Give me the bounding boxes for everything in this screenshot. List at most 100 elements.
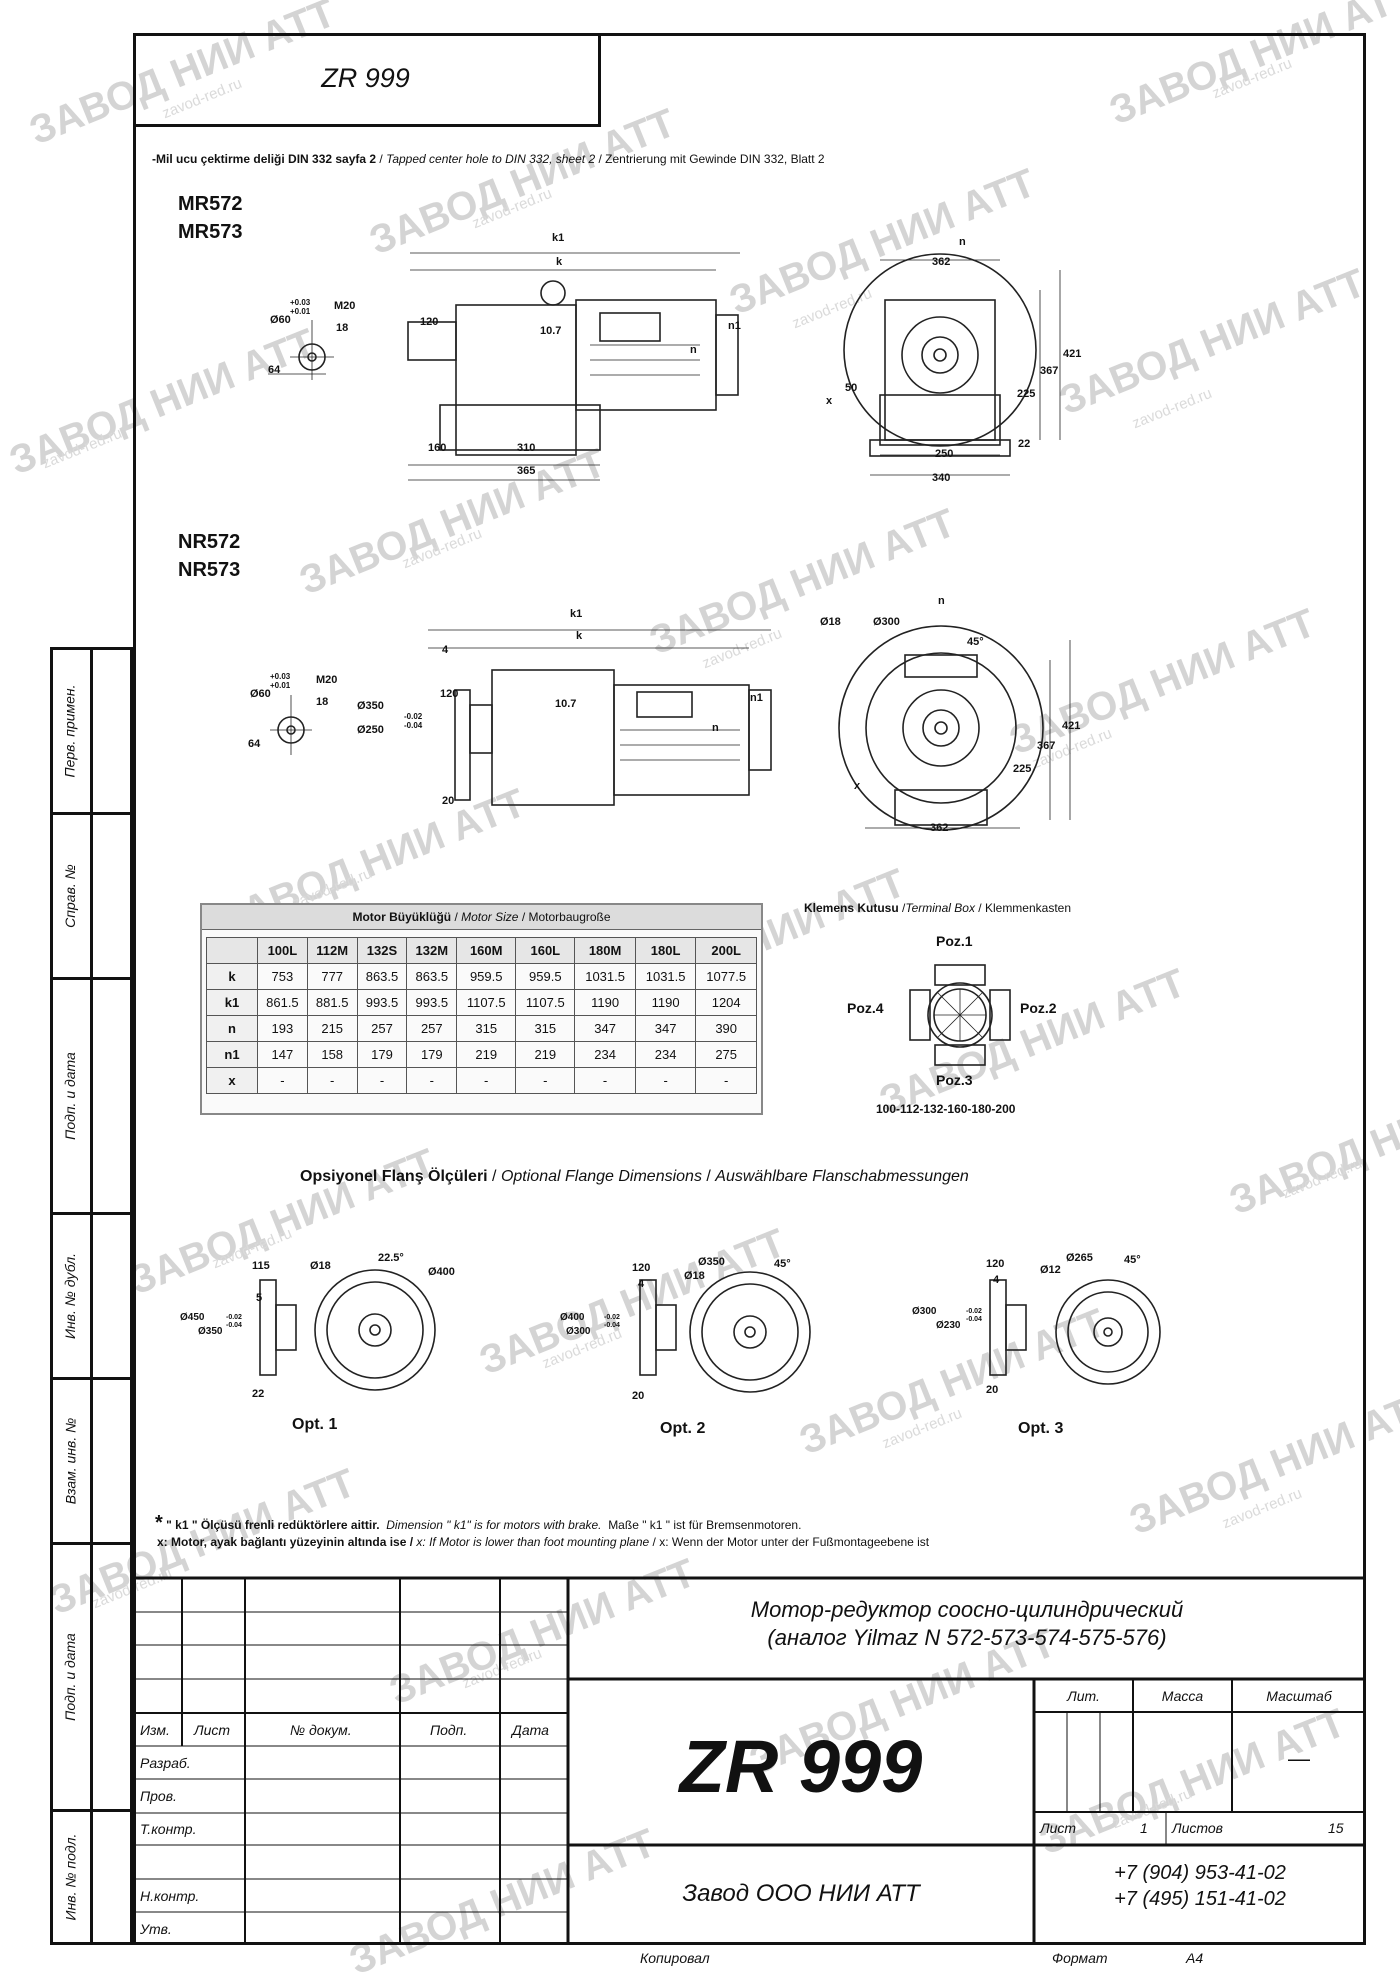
dim-m20: M20 — [316, 674, 338, 686]
footnote-2-de: / x: Wenn der Motor unter der Fußmontage… — [649, 1535, 930, 1549]
dim-k1: k1 — [552, 232, 565, 244]
terminal-poz4: Poz.4 — [847, 1000, 884, 1016]
dim-20: 20 — [442, 795, 455, 807]
dim-340: 340 — [932, 472, 951, 484]
dim-angle: 45° — [774, 1258, 791, 1270]
table-cell: 179 — [356, 1041, 408, 1068]
model-nr573: NR573 — [178, 559, 241, 581]
dim-bottom: 20 — [986, 1384, 999, 1396]
table-cell: 959.5 — [515, 963, 576, 990]
scale-value: — — [1288, 1746, 1310, 1771]
dim-tol-up: +0.03 — [290, 298, 311, 307]
dim-tol-up: -0.02 — [966, 1308, 982, 1315]
row-label: n — [206, 1015, 258, 1042]
terminal-poz2: Poz.2 — [1020, 1000, 1057, 1016]
flange-option-label: Opt. 2 — [660, 1420, 706, 1437]
dim-362: 362 — [932, 256, 951, 268]
dim-tol-lo: -0.04 — [604, 1322, 620, 1329]
dim-45deg: 45° — [967, 636, 984, 648]
dim-d60: Ø60 — [270, 314, 291, 326]
phone-2: +7 (495) 151-41-02 — [1114, 1888, 1286, 1910]
sheets-value: 15 — [1328, 1820, 1344, 1836]
separator: / — [595, 152, 606, 166]
footnote-2-en: x: If Motor is lower than foot mounting … — [416, 1535, 650, 1549]
table-row: k1 861.5 881.5 993.5 993.5 1107.5 1107.5… — [206, 989, 757, 1016]
dim-top: 115 — [252, 1260, 270, 1272]
dim-hole: Ø18 — [310, 1260, 331, 1272]
dim-n: n — [959, 236, 966, 248]
label-format: Формат — [1052, 1950, 1108, 1966]
dim-inner: Ø350 — [198, 1326, 223, 1337]
title-code: ZR 999 — [679, 1725, 923, 1808]
drawing-geometry — [259, 252, 1161, 1393]
table-row: x - - - - - - - - - — [206, 1067, 757, 1094]
top-note-en: Tapped center hole to DIN 332, sheet 2 — [386, 152, 596, 166]
footnote-1-de: Maße " k1 " ist für Bremsenmotoren. — [608, 1518, 802, 1532]
dim-hole: Ø18 — [684, 1270, 705, 1282]
dim-outer: Ø450 — [180, 1312, 205, 1323]
table-cell: 1204 — [695, 989, 757, 1016]
sheet-value: 1 — [1140, 1820, 1148, 1836]
dim-225: 225 — [1013, 763, 1032, 775]
table-cell: 234 — [634, 1041, 697, 1068]
table-cell: - — [257, 1067, 308, 1094]
dim-310: 310 — [517, 442, 536, 454]
column-header: 160L — [515, 937, 576, 964]
footnote-1-tr: " k1 " Ölçüsü frenli redüktörlere aittir… — [162, 1518, 380, 1532]
motor-table-title: Motor Büyüklüğü / Motor Size / Motorbaug… — [202, 905, 761, 930]
dim-outer: Ø400 — [560, 1312, 585, 1323]
table-cell: 993.5 — [356, 989, 408, 1016]
dim-250: 250 — [935, 448, 954, 460]
dim-k1: k1 — [570, 608, 583, 620]
title-description: Мотор-редуктор соосно-цилиндрический (ан… — [568, 1596, 1366, 1652]
terminal-box-title-de: Klemmenkasten — [984, 901, 1072, 915]
header-list: Лист — [194, 1722, 231, 1738]
dim-n: n — [690, 344, 697, 356]
dim-362: 362 — [930, 822, 949, 834]
table-cell: 179 — [406, 1041, 458, 1068]
label-sheet: Лист — [1040, 1820, 1077, 1836]
table-cell: 1190 — [634, 989, 697, 1016]
row-label: n1 — [206, 1041, 258, 1068]
dim-n: n — [712, 722, 719, 734]
motor-table-title-de: Motorbaugroße — [528, 910, 611, 924]
dim-angle: 45° — [1124, 1254, 1141, 1266]
separator: / — [974, 901, 985, 915]
terminal-poz1: Poz.1 — [936, 933, 973, 949]
dim-18: 18 — [316, 696, 329, 708]
table-cell: 257 — [406, 1015, 458, 1042]
dim-421: 421 — [1063, 348, 1082, 360]
motor-table-title-en: Motor Size — [461, 910, 519, 924]
flange-title-de: Auswählbare Flanschabmessungen — [715, 1168, 969, 1185]
dim-18: 18 — [336, 322, 349, 334]
footnote-2: x: Motor, ayak bağlantı yüzeyinin altınd… — [157, 1535, 929, 1549]
dim-tol-up: -0.02 — [404, 712, 423, 721]
flange-title: Opsiyonel Flanş Ölçüleri / Optional Flan… — [300, 1168, 969, 1186]
dim-365: 365 — [517, 465, 536, 477]
stamp-code: ZR 999 — [321, 63, 410, 93]
footnote-star: * — [155, 1512, 163, 1534]
role-razrab: Разраб. — [140, 1755, 191, 1771]
separator: / — [376, 152, 387, 166]
footnote-1-en: Dimension " k1" is for motors with brake… — [386, 1518, 602, 1532]
motor-table-panel: Motor Büyüklüğü / Motor Size / Motorbaug… — [200, 903, 763, 1115]
row-label: k1 — [206, 989, 258, 1016]
dim-tol-up: +0.03 — [270, 672, 291, 681]
table-cell: - — [406, 1067, 458, 1094]
dim-tol-lo: -0.04 — [226, 1322, 242, 1329]
title-block-lines — [133, 1576, 1366, 1945]
phones: +7 (904) 953-41-02 +7 (495) 151-41-02 — [1034, 1860, 1366, 1912]
format-value: A4 — [1186, 1950, 1204, 1966]
dim-d18: Ø18 — [820, 616, 841, 628]
dim-k: k — [576, 630, 583, 642]
column-header: 132S — [356, 937, 408, 964]
dim-hole: Ø12 — [1040, 1264, 1061, 1276]
motor-table-title-tr: Motor Büyüklüğü — [352, 910, 452, 924]
table-cell: 275 — [695, 1041, 757, 1068]
row-label: k — [206, 963, 258, 990]
dim-tol-up: -0.02 — [226, 1314, 242, 1321]
dim-outer: Ø300 — [912, 1306, 937, 1317]
dim-tol-lo: -0.04 — [966, 1316, 982, 1323]
label-sheets: Листов — [1172, 1820, 1223, 1836]
